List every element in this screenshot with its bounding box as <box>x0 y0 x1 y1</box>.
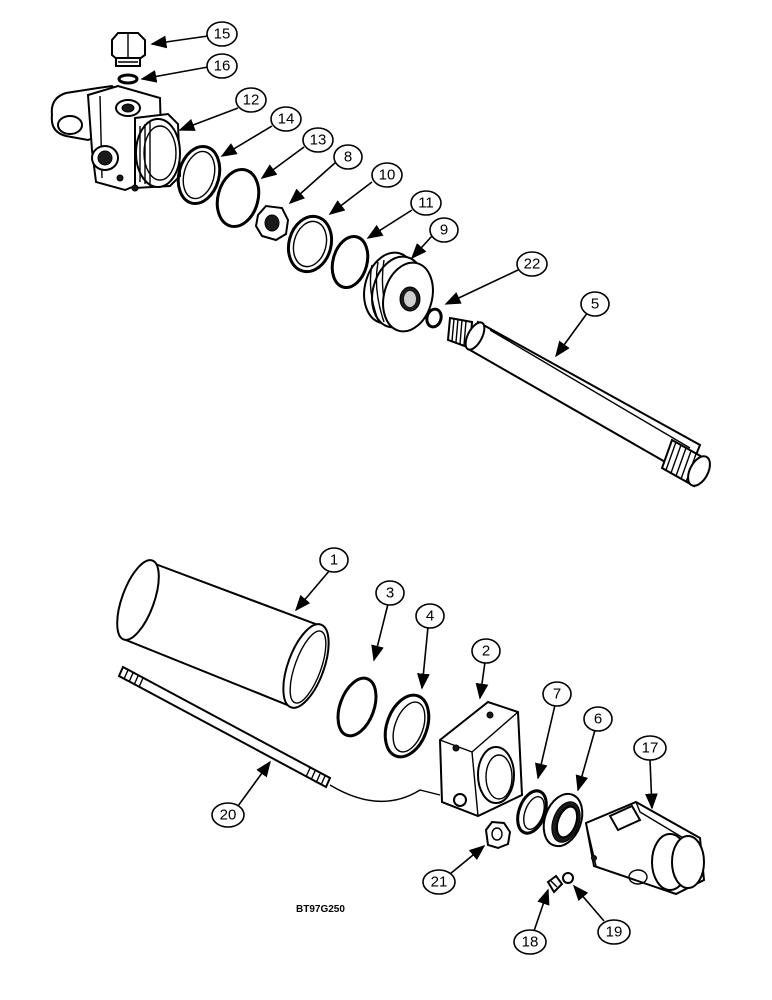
part-19-ball <box>562 872 574 884</box>
svg-text:8: 8 <box>344 149 352 166</box>
drawing-code: BT97G250 <box>296 904 345 915</box>
callout-9: 9 <box>429 217 459 243</box>
callout-13: 13 <box>302 127 334 153</box>
part-2-head <box>438 700 524 818</box>
callout-12: 12 <box>235 87 267 113</box>
callout-11: 11 <box>410 190 442 216</box>
part-8-nut <box>254 204 290 242</box>
callout-8: 8 <box>333 144 363 170</box>
callout-6: 6 <box>583 706 613 732</box>
svg-text:3: 3 <box>386 585 394 602</box>
callout-14: 14 <box>270 106 302 132</box>
part-18-set-screw <box>546 874 564 894</box>
callout-19: 19 <box>597 919 631 945</box>
part-21-nut <box>484 820 512 850</box>
callout-7: 7 <box>542 681 572 707</box>
callout-18: 18 <box>513 929 547 955</box>
callout-3: 3 <box>375 580 405 606</box>
part-14-o-ring <box>215 168 261 228</box>
svg-text:20: 20 <box>220 807 237 824</box>
part-15-plug <box>111 32 146 67</box>
cylinder-base-end <box>50 84 182 192</box>
callout-10: 10 <box>371 162 403 188</box>
part-12-seal-ring <box>176 145 222 205</box>
svg-text:9: 9 <box>440 222 448 239</box>
part-4-seal <box>383 693 431 759</box>
part-5-piston-rod <box>446 316 711 488</box>
part-17-clevis <box>584 800 706 896</box>
part-3-o-ring <box>336 676 378 738</box>
callout-1: 1 <box>319 547 349 573</box>
part-9-piston <box>363 251 434 333</box>
svg-text:5: 5 <box>591 296 599 313</box>
svg-text:14: 14 <box>278 111 295 128</box>
svg-text:15: 15 <box>214 26 231 43</box>
callout-15: 15 <box>206 21 238 47</box>
callout-22: 22 <box>516 251 548 277</box>
part-16-o-ring <box>117 73 139 85</box>
part-20-tie-rod <box>117 665 441 803</box>
callout-21: 21 <box>422 869 456 895</box>
svg-text:16: 16 <box>214 58 231 75</box>
svg-text:18: 18 <box>522 934 539 951</box>
svg-text:12: 12 <box>243 92 260 109</box>
svg-text:13: 13 <box>310 132 327 149</box>
callout-20: 20 <box>211 802 245 828</box>
svg-text:6: 6 <box>594 711 602 728</box>
svg-text:4: 4 <box>426 608 434 625</box>
svg-text:7: 7 <box>553 686 561 703</box>
svg-text:19: 19 <box>606 924 623 941</box>
part-11-o-ring <box>330 235 370 289</box>
callout-5: 5 <box>580 291 610 317</box>
part-6-bushing <box>542 792 584 848</box>
part-10-wear-ring <box>286 214 334 274</box>
part-1-barrel <box>116 559 330 709</box>
svg-text:1: 1 <box>330 552 338 569</box>
callout-2: 2 <box>471 638 501 664</box>
svg-text:11: 11 <box>418 195 434 212</box>
svg-text:17: 17 <box>642 740 659 757</box>
callout-16: 16 <box>206 53 238 79</box>
svg-text:21: 21 <box>431 874 448 891</box>
svg-text:22: 22 <box>524 256 541 273</box>
callout-4: 4 <box>415 603 445 629</box>
callout-17: 17 <box>633 735 667 761</box>
svg-text:10: 10 <box>379 167 396 184</box>
part-22-o-ring <box>425 307 443 329</box>
svg-text:2: 2 <box>482 643 490 660</box>
